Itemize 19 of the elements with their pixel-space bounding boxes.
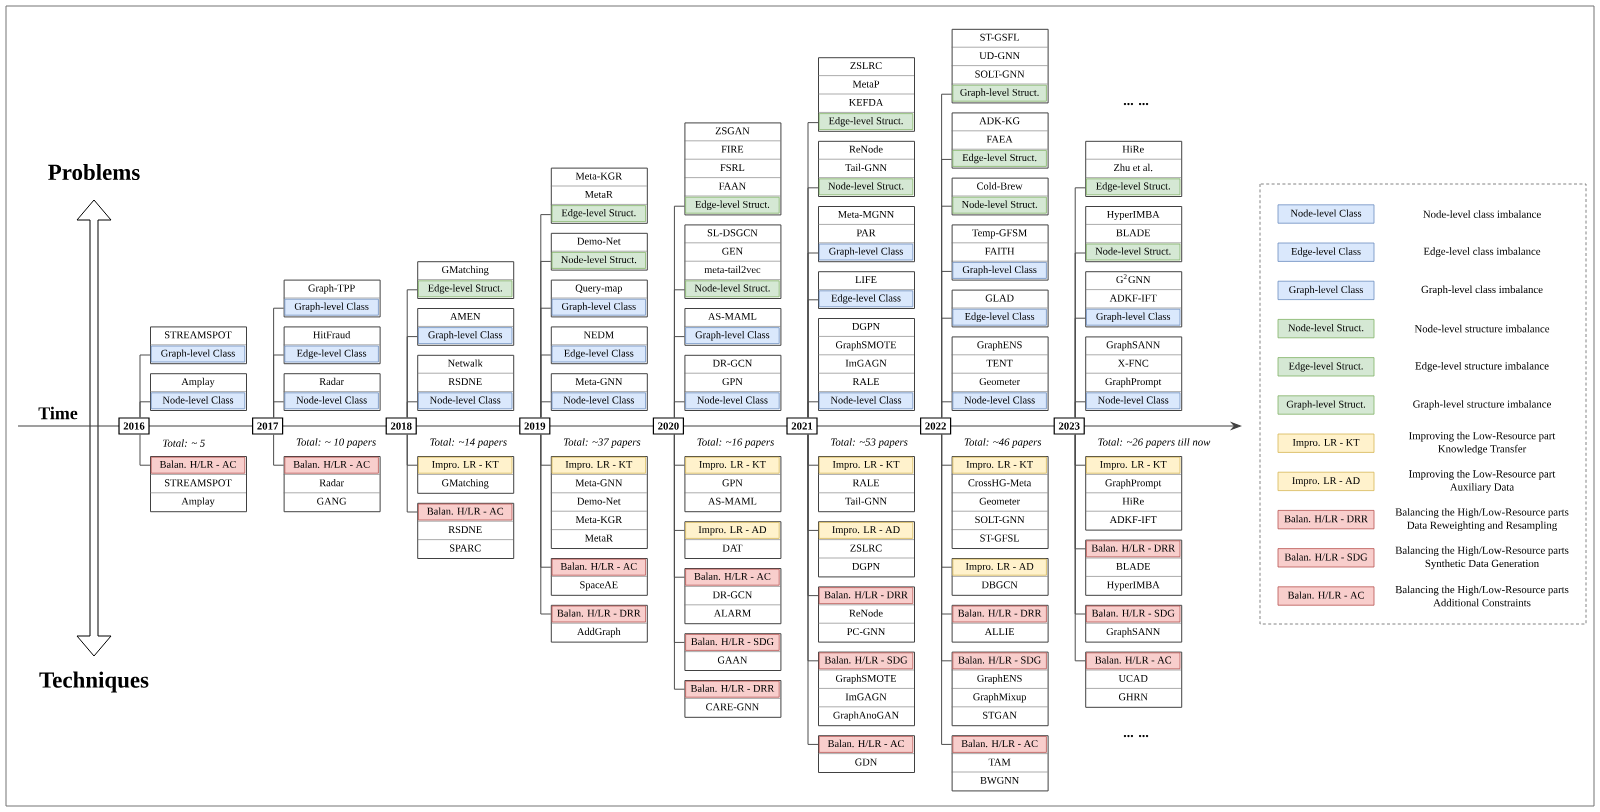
- connector-line: [540, 434, 552, 615]
- connector-line: [1074, 434, 1086, 662]
- connector-line: [406, 401, 418, 418]
- connector-line: [273, 401, 285, 418]
- connector-line: [673, 401, 685, 418]
- connector-line: [673, 434, 685, 690]
- axis-label: Time: [38, 406, 78, 420]
- connector-line: [540, 401, 552, 418]
- connector-line: [941, 401, 953, 418]
- connector-line: [273, 434, 285, 466]
- connector-line: [139, 434, 151, 466]
- axis-label: Techniques: [39, 671, 149, 693]
- axis-label: Problems: [48, 163, 140, 181]
- connector-line: [941, 434, 953, 745]
- connector-line: [807, 434, 819, 745]
- connector-line: [807, 401, 819, 418]
- connector-line: [1074, 401, 1086, 418]
- connector-line: [139, 401, 151, 418]
- connector-line: [406, 434, 418, 513]
